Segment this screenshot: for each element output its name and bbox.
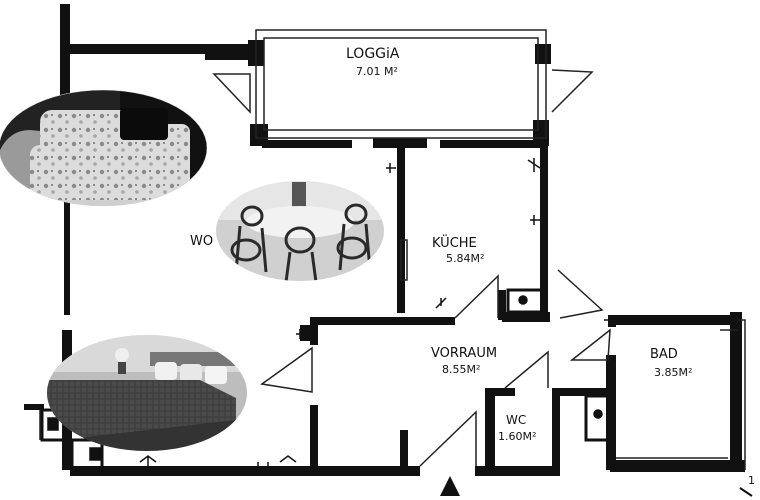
room-name-vorraum: VORRAUM [431,346,497,361]
room-area-bad: 3.85M² [654,366,692,379]
room-name-kueche: KÜCHE [432,234,477,251]
thin-lines [39,29,746,470]
room-name-bad: BAD [650,347,678,362]
room-name-wc: WC [506,413,526,427]
walls [24,4,745,476]
outlet-symbols [47,158,610,472]
room-area-vorraum: 8.55M² [442,363,480,376]
room-name-loggia: LOGGiA [346,46,400,62]
entrance-marker-icon [440,476,460,496]
edge-mark [739,487,753,497]
room-name-wohnen: WO [190,234,213,249]
room-area-kueche: 5.84M² [446,252,484,265]
room-area-loggia: 7.01 M² [356,65,398,78]
dining-photo [216,181,384,281]
room-area-wc: 1.60M² [498,430,536,443]
sofa-photo [0,90,207,206]
page-number: 1 [748,474,755,487]
